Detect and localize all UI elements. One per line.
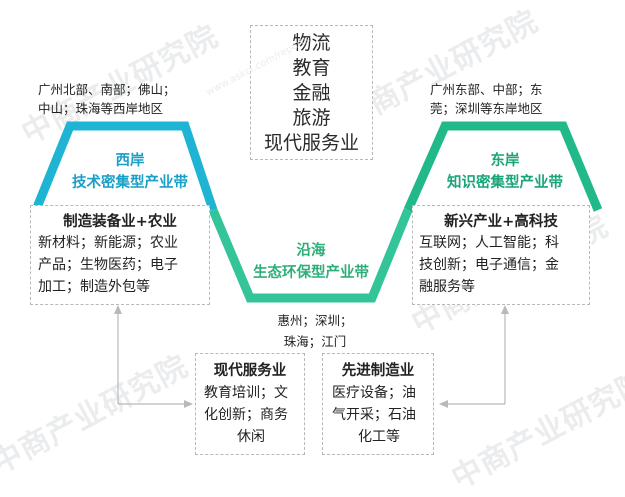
modern-services-line: 教育培训；文: [204, 385, 288, 401]
east-regions-line: 广州东部、中部；东: [430, 82, 543, 97]
arrow-right-icon: [184, 400, 193, 408]
east-belt-label: 东岸 知识密集型产业带: [436, 150, 574, 194]
sector-item: 教育: [292, 57, 331, 79]
east-box-line: 技创新；电子通信；金: [419, 257, 559, 273]
east-regions: 广州东部、中部；东 莞；深圳等东岸地区: [430, 80, 543, 118]
advanced-manufacturing-line: 医疗设备；油: [332, 385, 416, 401]
advanced-manufacturing-line: 气开采；石油: [332, 407, 416, 423]
coastal-belt-name: 沿海: [296, 243, 326, 259]
east-box-title: 新兴产业+高科技: [444, 214, 558, 230]
west-regions-line: 中山；珠海等西岸地区: [38, 101, 164, 116]
modern-services-line: 化创新；商务: [204, 407, 288, 423]
west-belt-label: 西岸 技术密集型产业带: [60, 150, 200, 194]
west-box-line: 新材料；新能源；农业: [38, 235, 178, 251]
west-box-title: 制造装备业+农业: [63, 214, 177, 230]
coastal-regions: 惠州；深圳； 珠海；江门: [270, 310, 360, 352]
east-industry-box: 新兴产业+高科技 互联网；人工智能；科 技创新；电子通信；金 融服务等: [412, 205, 590, 305]
east-belt-type: 知识密集型产业带: [447, 175, 563, 191]
sector-item: 旅游: [292, 107, 331, 129]
coastal-belt-type: 生态环保型产业带: [253, 265, 369, 281]
advanced-manufacturing-title: 先进制造业: [341, 363, 415, 379]
arrow-up-icon: [501, 305, 509, 314]
west-belt-type: 技术密集型产业带: [72, 175, 188, 191]
modern-services-line: 休闲: [237, 429, 265, 445]
east-regions-line: 莞；深圳等东岸地区: [430, 101, 543, 116]
west-regions: 广州北部、南部；佛山； 中山；珠海等西岸地区: [38, 80, 176, 118]
west-industry-box: 制造装备业+农业 新材料；新能源；农业 产品；生物医药；电子 加工；制造外包等: [30, 205, 210, 305]
west-regions-line: 广州北部、南部；佛山；: [38, 82, 176, 97]
advanced-manufacturing-line: 化工等: [358, 429, 400, 445]
east-box-line: 互联网；人工智能；科: [419, 235, 559, 251]
west-box-line: 加工；制造外包等: [38, 279, 150, 295]
sector-item: 物流: [292, 32, 331, 54]
arrow-left-icon: [439, 400, 448, 408]
coastal-regions-line: 惠州；深圳；: [277, 313, 353, 328]
modern-services-title: 现代服务业: [213, 363, 287, 379]
east-box-line: 融服务等: [419, 279, 475, 295]
east-belt-shape: [403, 121, 603, 212]
west-belt-name: 西岸: [115, 153, 145, 169]
connector-west-to-services: [117, 307, 192, 405]
advanced-manufacturing-box: 先进制造业 医疗设备；油 气开采；石油 化工等: [322, 353, 434, 455]
industry-belt-diagram: [31, 121, 603, 408]
west-belt-shape: [31, 121, 218, 212]
sector-item: 金融: [292, 82, 331, 104]
modern-services-box: 现代服务业 教育培训；文 化创新；商务 休闲: [195, 353, 305, 455]
connector-east-to-manufacturing: [440, 307, 506, 405]
coastal-belt-label: 沿海 生态环保型产业带: [240, 240, 382, 284]
coastal-belt-shape: [208, 208, 413, 303]
arrow-up-icon: [114, 305, 122, 314]
coastal-regions-line: 珠海；江门: [283, 334, 347, 349]
service-sectors-box: 物流 教育 金融 旅游 现代服务业: [250, 25, 373, 160]
sector-item: 现代服务业: [263, 132, 359, 154]
west-box-line: 产品；生物医药；电子: [38, 257, 178, 273]
east-belt-name: 东岸: [490, 153, 520, 169]
